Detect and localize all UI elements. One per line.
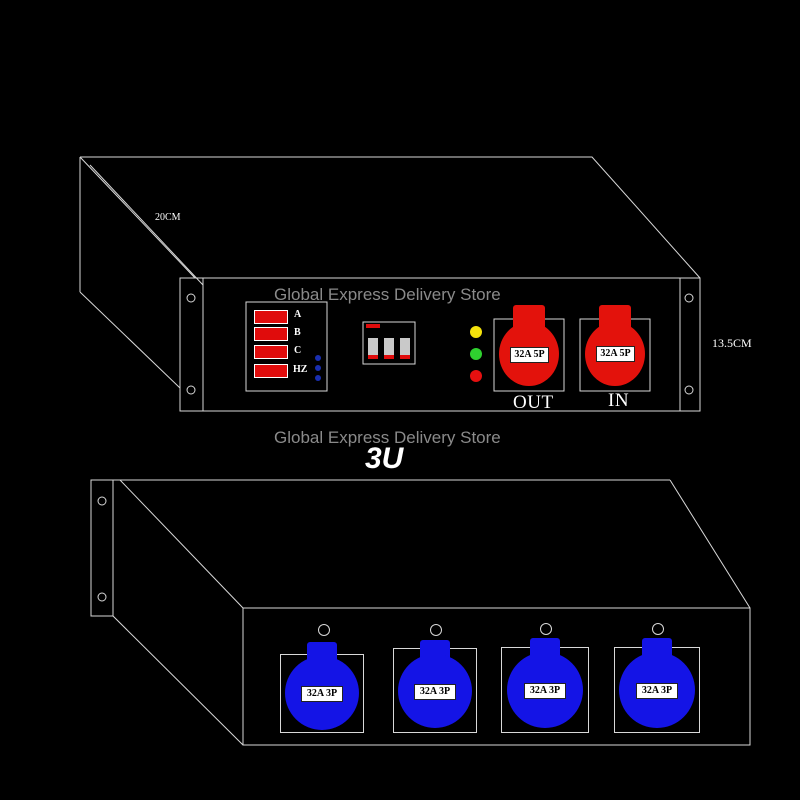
breaker-pole-2 [384, 338, 394, 359]
status-led-2 [315, 365, 321, 371]
breaker-brand-mark [366, 324, 380, 328]
frequency-meter [254, 364, 288, 378]
indicator-light-green [470, 348, 482, 360]
out-label: OUT [513, 392, 554, 413]
phase-a-meter [254, 310, 288, 324]
phase-c-label: C [294, 345, 302, 356]
phase-a-label: A [294, 309, 302, 320]
in-label: IN [608, 390, 630, 411]
rack-unit-label: 3U [365, 442, 404, 475]
indicator-light-yellow [470, 326, 482, 338]
out-socket-rating: 32A 5P [510, 347, 549, 363]
blue-socket-2-rating: 32A 3P [414, 684, 456, 700]
blue-socket-4-indicator [652, 623, 664, 635]
status-led-1 [315, 355, 321, 361]
watermark-middle: Global Express Delivery Store [274, 428, 501, 447]
frequency-label: HZ [293, 364, 308, 375]
in-socket-rating: 32A 5P [596, 346, 635, 362]
phase-b-label: B [294, 327, 301, 338]
blue-socket-4-rating: 32A 3P [636, 683, 678, 699]
depth-dimension-label: 20CM [155, 212, 181, 223]
top-enclosure [79, 156, 701, 412]
blue-socket-3-indicator [540, 623, 552, 635]
watermark-top: Global Express Delivery Store [274, 285, 501, 304]
blue-socket-1-rating: 32A 3P [301, 686, 343, 702]
indicator-light-red [470, 370, 482, 382]
phase-b-meter [254, 327, 288, 341]
status-led-3 [315, 375, 321, 381]
breaker-pole-1 [368, 338, 378, 359]
height-dimension-label: 13.5CM [712, 336, 752, 350]
blue-socket-3-rating: 32A 3P [524, 683, 566, 699]
blue-socket-2-indicator [430, 624, 442, 636]
phase-c-meter [254, 345, 288, 359]
blue-socket-1-indicator [318, 624, 330, 636]
bottom-enclosure [90, 479, 751, 746]
breaker-pole-3 [400, 338, 410, 359]
